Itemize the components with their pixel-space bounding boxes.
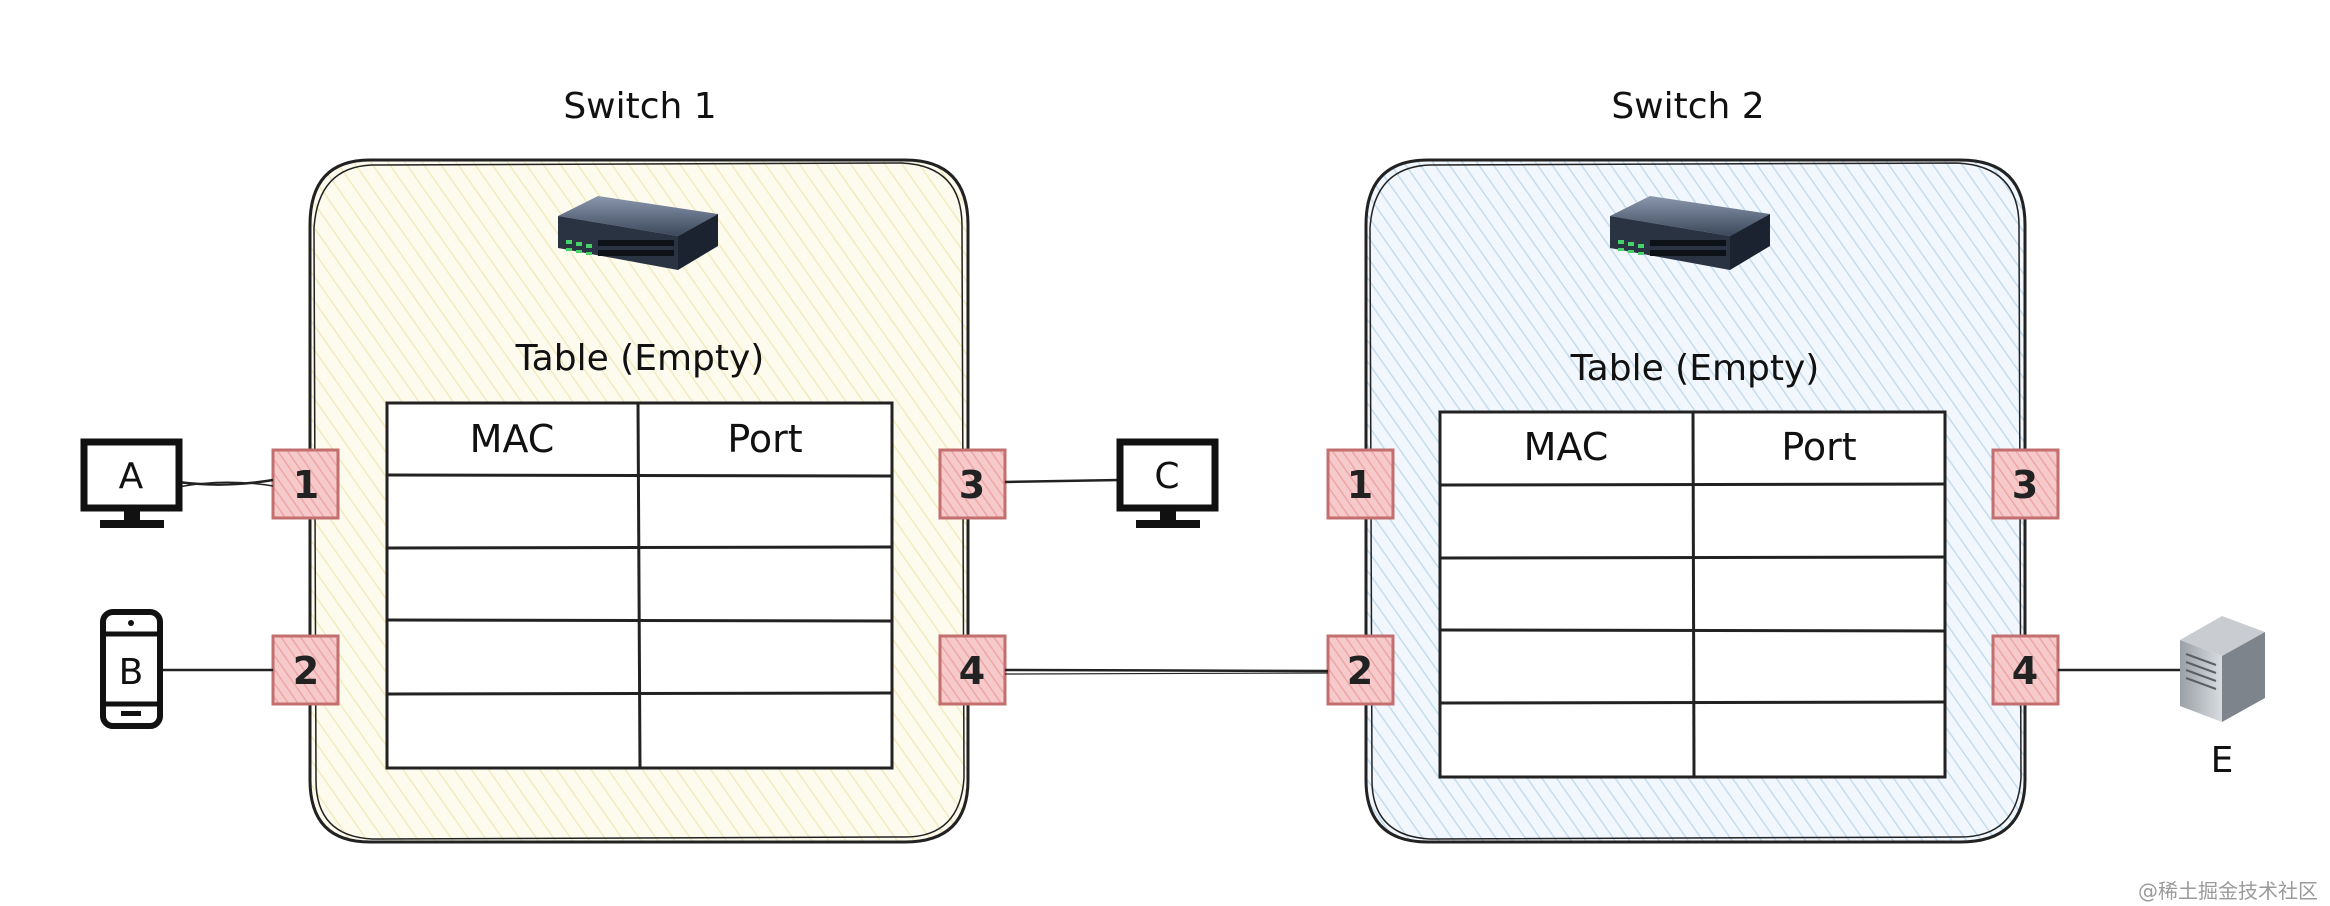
switch-1-port-2: 2 [271,634,340,706]
switch-2-port-1: 1 [1326,448,1395,520]
link-switch1-switch2 [1004,668,1329,673]
device-c: C [1116,438,1219,528]
server-icon [2180,616,2265,722]
svg-text:4: 4 [2012,649,2038,693]
switch-1-mac-table: MAC Port [385,401,894,770]
switch-2-table-title: Table (Empty) [1570,348,1820,389]
switch-1-box-sketch [313,162,965,840]
switch-2-box-sketch [1369,162,2022,840]
device-e: E [2180,616,2265,781]
link-port3-c [1004,478,1121,484]
link-a-port1 [177,478,274,486]
device-a-label: A [119,456,144,497]
switch-2-device-icon [1610,196,1770,270]
switch-1-port-1: 1 [271,448,340,520]
device-b-label: B [119,652,144,693]
device-e-label: E [2211,740,2234,781]
switch-2-mac-table: MAC Port [1438,410,1947,779]
links [160,478,2180,675]
phone-icon [100,609,163,729]
device-b: B [100,609,163,729]
switch-1-title: Switch 1 [563,86,716,127]
switch-1: Switch 1 Table (Empty) MAC P [271,86,1007,844]
switch-1-header-port: Port [727,417,802,461]
svg-text:1: 1 [293,463,319,507]
switch-1-header-mac: MAC [470,417,555,461]
monitor-icon [80,438,183,528]
device-c-label: C [1154,456,1179,497]
svg-text:2: 2 [1347,649,1373,693]
switch-2-header-mac: MAC [1524,425,1609,469]
switch-2-port-4: 4 [1991,634,2060,706]
device-a: A [80,438,183,528]
svg-text:4: 4 [959,649,985,693]
svg-text:2: 2 [293,649,319,693]
svg-text:3: 3 [2012,463,2038,507]
svg-text:1: 1 [1347,463,1373,507]
switch-1-table-title: Table (Empty) [515,338,765,379]
switch-1-port-3: 3 [938,448,1007,520]
switch-2-port-3: 3 [1991,448,2060,520]
switch-2: Switch 2 Table (Empty) MAC Port [1326,86,2060,844]
link-a-port1-sketch [177,481,274,488]
switch-2-port-2: 2 [1326,634,1395,706]
switch-1-device-icon [558,196,718,270]
switch-2-header-port: Port [1781,425,1856,469]
switch-1-port-4: 4 [938,634,1007,706]
link-switch1-switch2-sketch [1004,672,1329,675]
monitor-icon [1116,438,1219,528]
watermark: @稀土掘金技术社区 [2138,879,2318,903]
switch-2-title: Switch 2 [1611,86,1764,127]
svg-text:3: 3 [959,463,985,507]
